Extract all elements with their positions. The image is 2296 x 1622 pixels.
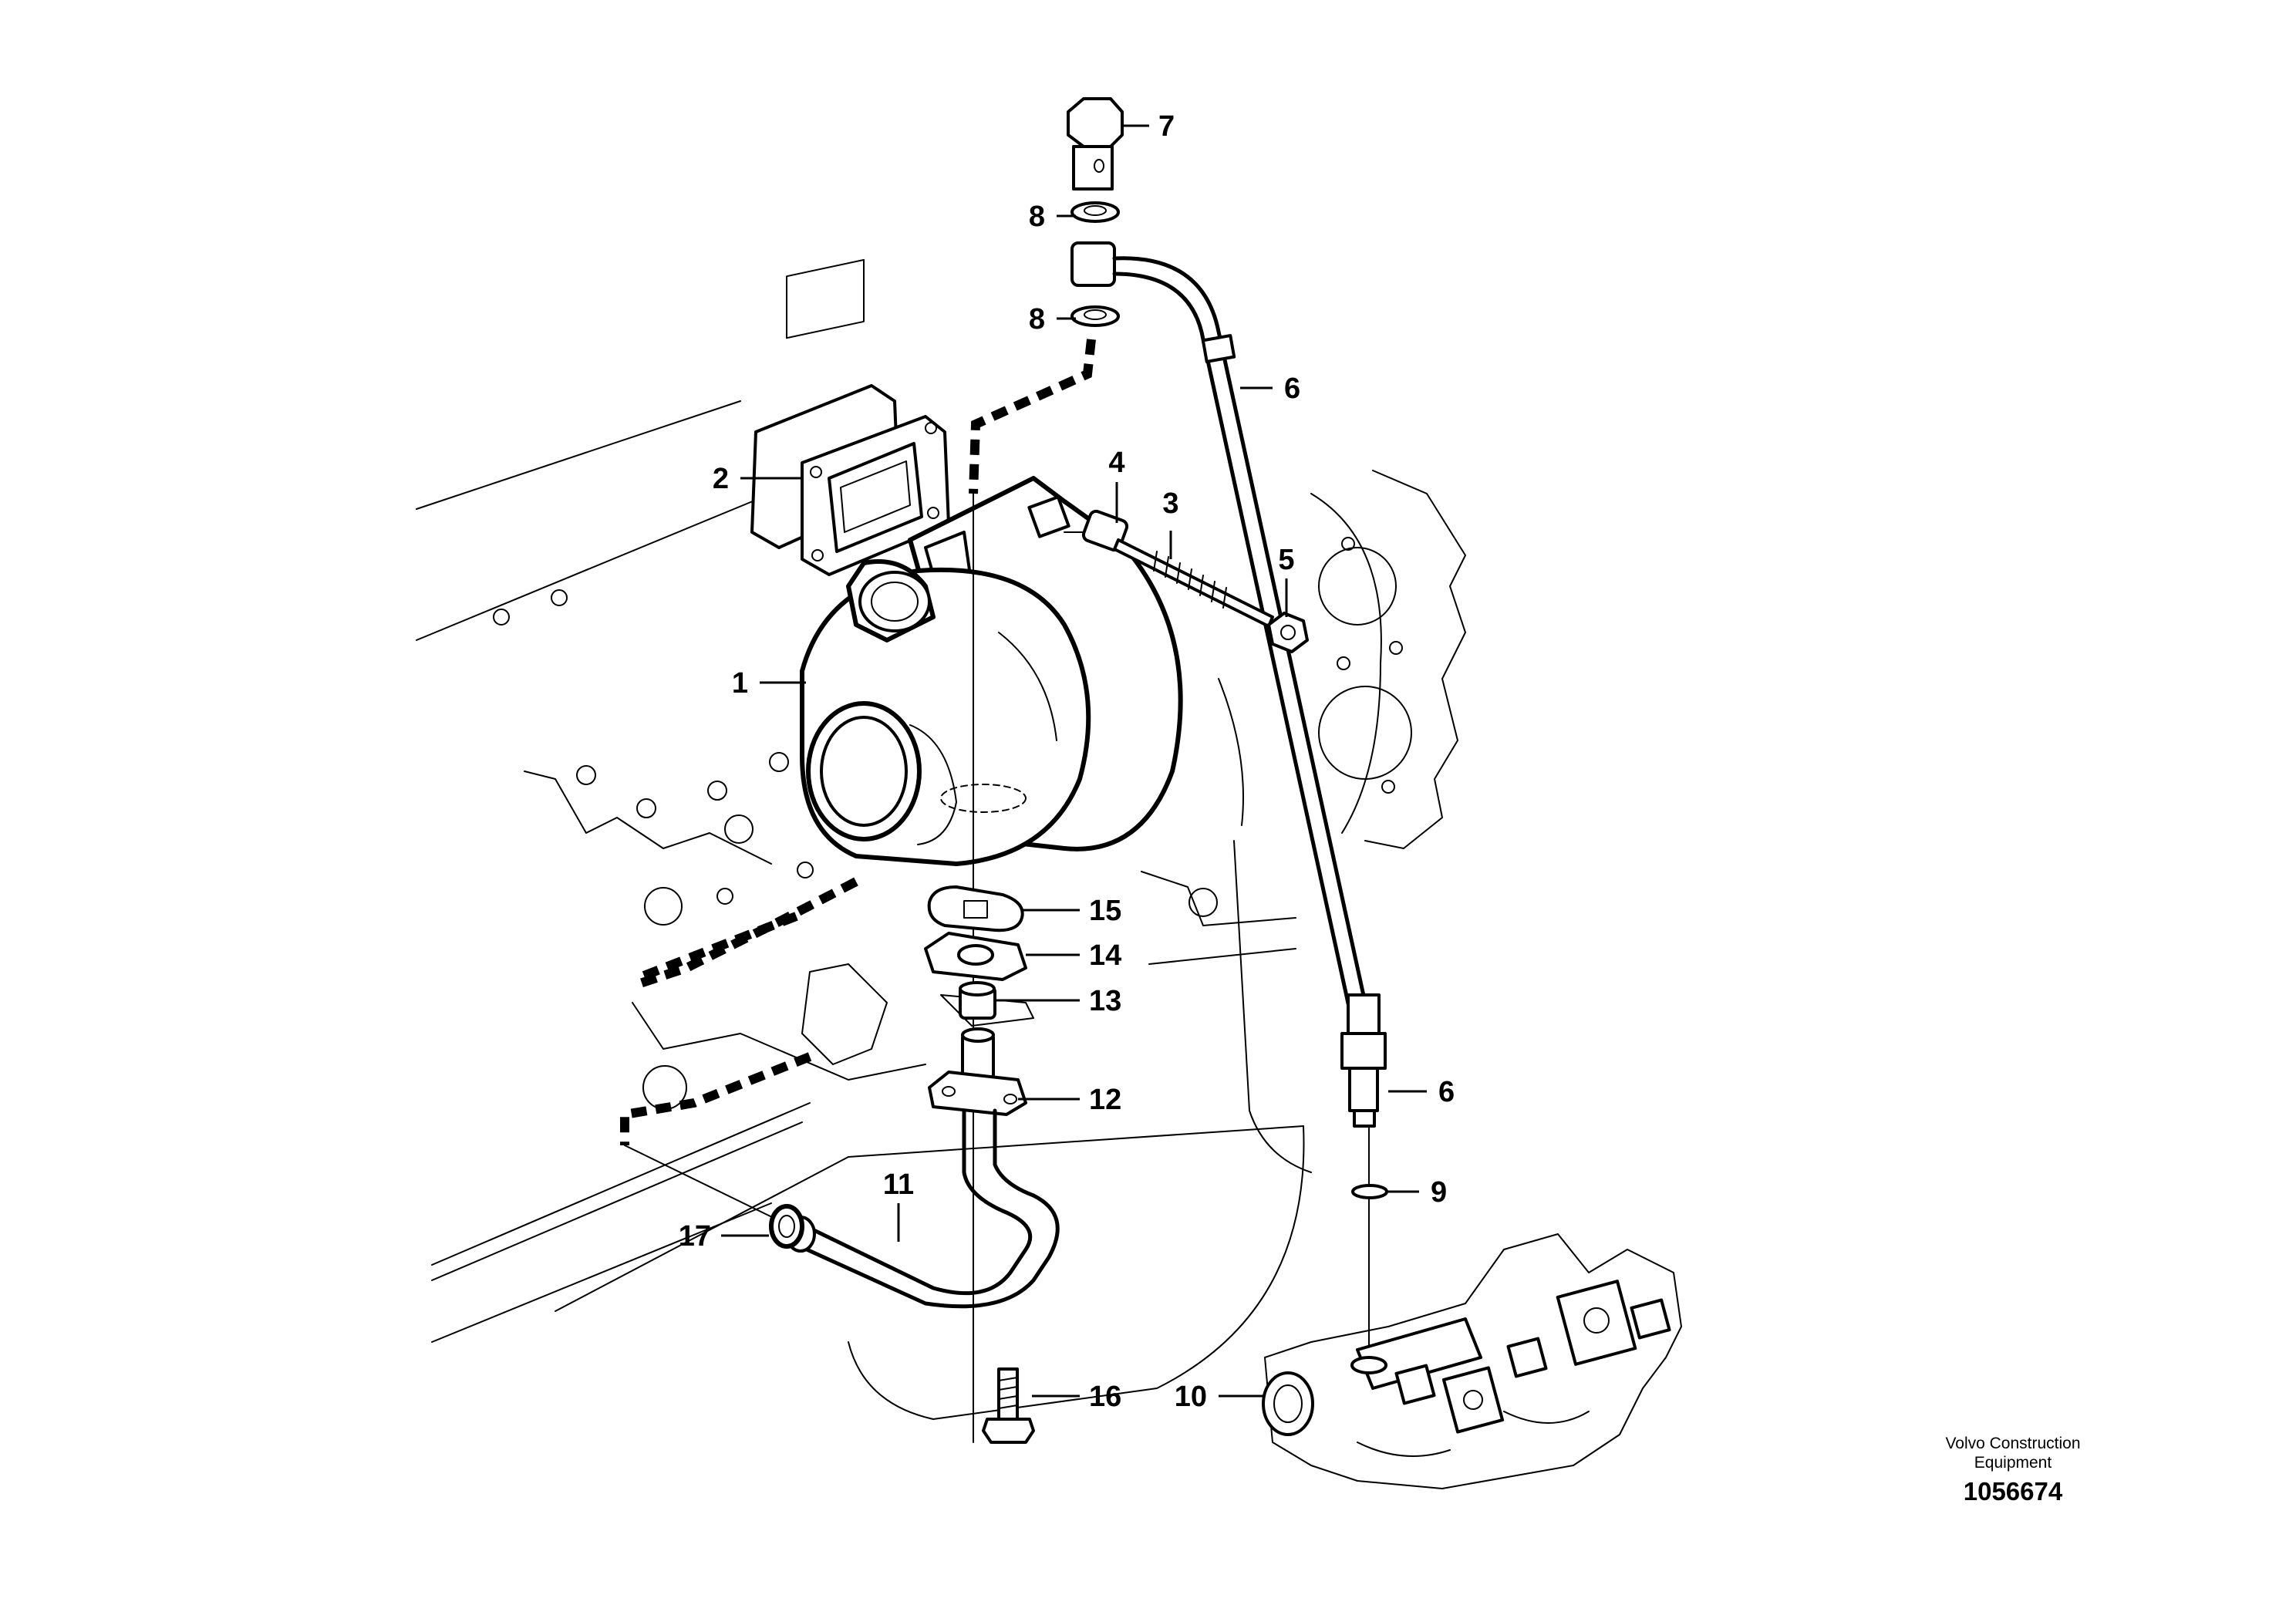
- sealing-washers: [1070, 201, 1120, 327]
- callout-14: 14: [1089, 939, 1121, 972]
- flange-bolt: [982, 1367, 1035, 1444]
- assembly-guide-lines: [620, 339, 1370, 1443]
- callout-8-lower: 8: [1029, 303, 1045, 336]
- callout-9: 9: [1431, 1176, 1447, 1209]
- oil-feed-pipe: [1070, 241, 1387, 1128]
- callout-8-upper: 8: [1029, 201, 1045, 233]
- callout-15: 15: [1089, 895, 1121, 927]
- callout-7: 7: [1158, 110, 1175, 143]
- callout-17: 17: [679, 1220, 711, 1253]
- exhaust-flange-and-gasket: [750, 258, 950, 576]
- callout-16: 16: [1089, 1381, 1121, 1413]
- banjo-bolt: [1067, 97, 1124, 191]
- engine-block-outline: [416, 400, 1466, 1420]
- credit-line-1: Volvo Construction: [1945, 1435, 2080, 1452]
- callout-10: 10: [1175, 1381, 1207, 1413]
- callout-3: 3: [1162, 487, 1178, 520]
- callout-6-lower: 6: [1438, 1076, 1455, 1108]
- drain-sleeve: [959, 981, 996, 1020]
- credit-block: Volvo Construction Equipment 1056674: [1945, 1435, 2080, 1506]
- callout-1: 1: [732, 667, 748, 700]
- callout-12: 12: [1089, 1084, 1121, 1116]
- hex-nut: [1267, 612, 1309, 653]
- callout-leaders: [721, 124, 1427, 1398]
- oil-filter-housing: [1262, 1233, 1682, 1489]
- o-ring: [769, 1204, 804, 1249]
- small-o-ring: [1351, 1184, 1388, 1199]
- credit-line-2: Equipment: [1974, 1454, 2052, 1472]
- drain-flange: [924, 932, 1027, 981]
- drawing-number: 1056674: [1964, 1477, 2063, 1506]
- callout-11: 11: [883, 1168, 914, 1201]
- callout-5: 5: [1278, 544, 1294, 576]
- callout-4: 4: [1108, 447, 1124, 479]
- oil-drain-gasket: [927, 885, 1024, 932]
- callout-2: 2: [713, 463, 729, 495]
- callout-6-upper: 6: [1284, 373, 1300, 405]
- callout-13: 13: [1089, 985, 1121, 1017]
- callout-labels: 1 2 3 4 5 6 6 7 8 8 9 10 11 12 13 14 15 …: [679, 110, 1455, 1413]
- turbocharger-assembly: [800, 476, 1183, 866]
